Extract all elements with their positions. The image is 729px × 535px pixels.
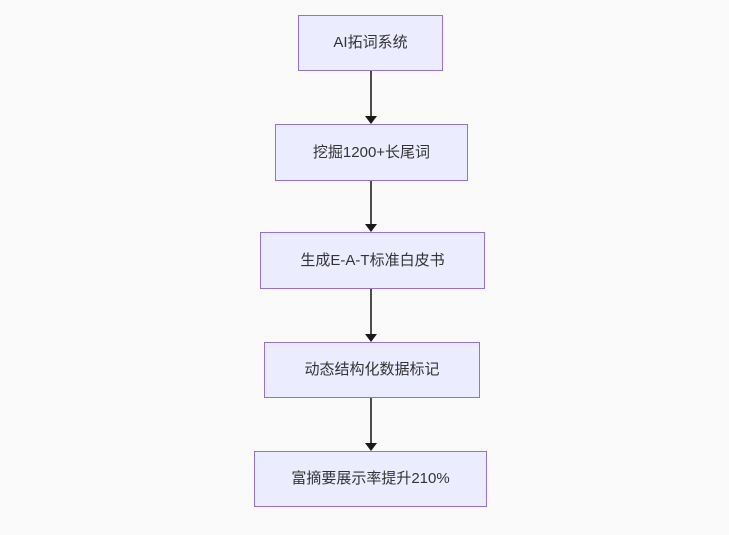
flow-arrowhead-icon [365, 334, 377, 342]
flow-node-step-4: 动态结构化数据标记 [264, 342, 480, 398]
flow-arrowhead-icon [365, 116, 377, 124]
flow-edge-line-step-2-to-step-3 [370, 181, 372, 225]
flow-node-step-1: AI拓词系统 [298, 15, 443, 71]
flow-node-step-5: 富摘要展示率提升210% [254, 451, 487, 507]
flow-node-step-2: 挖掘1200+长尾词 [275, 124, 468, 181]
flow-edge-line-step-4-to-step-5 [370, 398, 372, 444]
flow-edge-line-step-3-to-step-4 [370, 289, 372, 335]
flow-arrowhead-icon [365, 443, 377, 451]
flow-node-step-3: 生成E-A-T标准白皮书 [260, 232, 485, 289]
flow-arrowhead-icon [365, 224, 377, 232]
flow-edge-line-step-1-to-step-2 [370, 71, 372, 117]
